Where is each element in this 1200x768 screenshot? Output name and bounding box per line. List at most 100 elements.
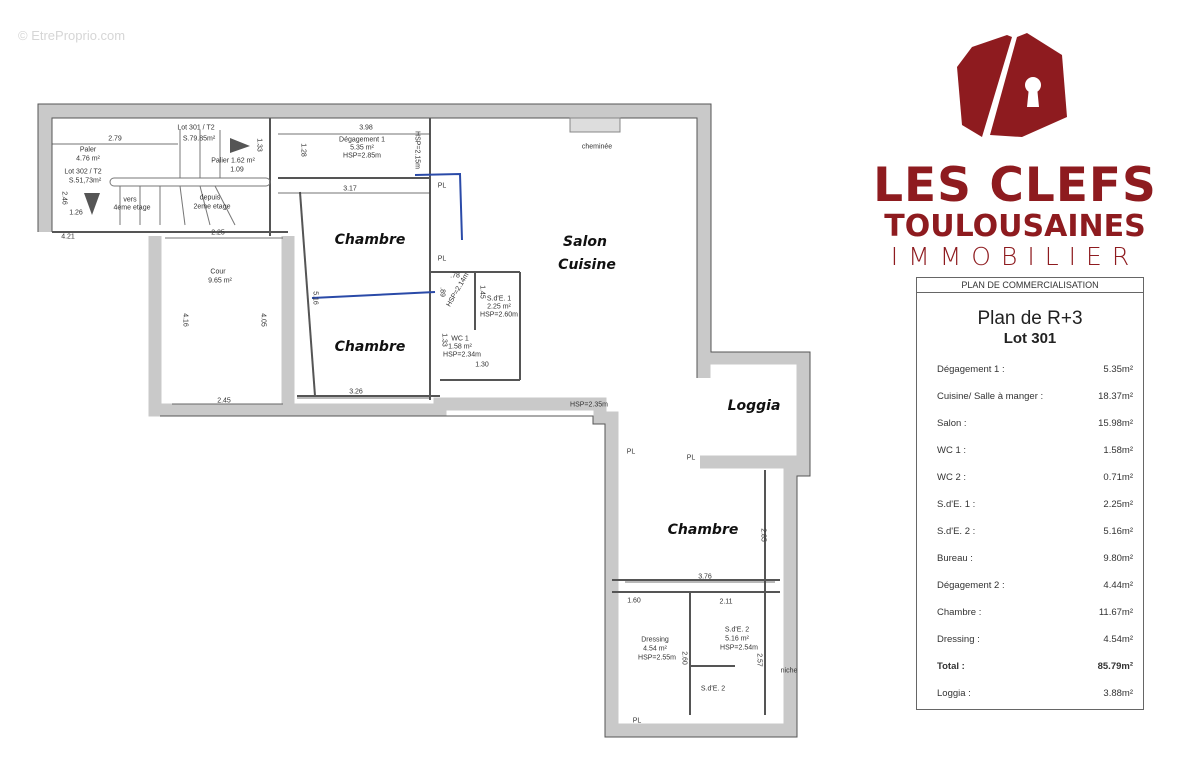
row-label: Bureau : bbox=[937, 553, 973, 564]
lot-number: Lot 301 bbox=[1003, 330, 1057, 347]
row-label: WC 2 : bbox=[937, 472, 967, 483]
plan-label: S.79.85m² bbox=[182, 135, 216, 143]
room-label-chambre: Chambre bbox=[334, 232, 406, 248]
plan-label: PL bbox=[632, 717, 642, 725]
row-value: 15.98m² bbox=[1098, 418, 1133, 429]
dimension-label: 2.11 bbox=[719, 598, 733, 606]
plan-label: Paler bbox=[79, 146, 97, 154]
watermark: © EtreProprio.com bbox=[18, 28, 126, 43]
dimension-label: 1.26 bbox=[69, 209, 83, 217]
row-value: 5.35m² bbox=[1103, 364, 1133, 375]
row-label: Chambre : bbox=[937, 607, 982, 618]
row-value: 4.54m² bbox=[1103, 634, 1133, 645]
plan-label: S.51,73m² bbox=[68, 177, 102, 185]
dimension-label: 2.57 bbox=[755, 653, 763, 667]
table-row: S.d'E. 1 : 2.25m² bbox=[917, 491, 1143, 518]
row-label: WC 1 : bbox=[937, 445, 967, 456]
plan-label: 5.16 m² bbox=[725, 635, 749, 643]
plan-label: PL bbox=[626, 448, 636, 456]
dimension-label: 3.26 bbox=[349, 388, 363, 396]
room-label-chambre: Chambre bbox=[334, 339, 406, 355]
dimension-label: 3.17 bbox=[343, 185, 357, 193]
row-label: Salon : bbox=[937, 418, 967, 429]
plan-label: depuis bbox=[199, 194, 221, 202]
plan-label: niche bbox=[780, 667, 798, 675]
dimension-label: .78 bbox=[450, 272, 460, 280]
table-row: Chambre :11.67m² bbox=[917, 599, 1143, 626]
dimension-label: 1.30 bbox=[475, 361, 489, 369]
room-label-chambre: Chambre bbox=[667, 522, 739, 538]
plan-label: PL bbox=[437, 255, 447, 263]
plan-label: 2eme etage bbox=[193, 203, 231, 211]
dimension-label: 2.60 bbox=[680, 651, 688, 665]
table-row: Dégagement 1 : 5.35m² bbox=[917, 356, 1143, 383]
dimension-label: 1.45 bbox=[478, 285, 486, 299]
row-value: 4.44m² bbox=[1103, 580, 1133, 591]
plan-label: HSP=2.85m bbox=[343, 152, 381, 160]
plan-label: 1.58 m² bbox=[448, 343, 472, 351]
wall-bottom-left bbox=[148, 236, 810, 737]
row-label: Loggia : bbox=[937, 688, 971, 699]
table-row: Salon : 15.98m² bbox=[917, 410, 1143, 437]
brand-name-line1: LES CLEFS bbox=[873, 158, 1157, 213]
plan-label: cheminée bbox=[581, 143, 613, 151]
room-label-salon: Salon bbox=[563, 234, 607, 250]
dimension-label: 2.79 bbox=[108, 135, 122, 143]
table-row: Bureau : 9.80m² bbox=[917, 545, 1143, 572]
row-label: S.d'E. 1 : bbox=[937, 499, 976, 510]
table-row: Cuisine/ Salle à manger :18.37m² bbox=[917, 383, 1143, 410]
row-value: 5.16m² bbox=[1103, 526, 1133, 537]
room-label-loggia: Loggia bbox=[727, 398, 781, 414]
plan-label: HSP=2.34m bbox=[443, 351, 481, 359]
table-row: Dressing :4.54m² bbox=[917, 626, 1143, 653]
brand-name-line3: IMMOBILIER bbox=[890, 242, 1140, 271]
plan-label: WC 1 bbox=[451, 335, 469, 343]
table-row: Loggia :3.88m² bbox=[917, 680, 1143, 707]
plan-label: HSP=2.54m bbox=[720, 644, 758, 652]
plan-label: S.d'E. 2 bbox=[724, 626, 750, 634]
plan-label: 5.35 m² bbox=[350, 144, 374, 152]
row-label: S.d'E. 2 : bbox=[937, 526, 976, 537]
plan-label: HSP=2.55m bbox=[638, 654, 676, 662]
row-value: 2.25m² bbox=[1103, 499, 1133, 510]
row-label: Dégagement 1 : bbox=[937, 364, 1005, 375]
dimension-label: 4.21 bbox=[61, 233, 75, 241]
table-row: WC 1 :1.58m² bbox=[917, 437, 1143, 464]
dimension-label: 1.33 bbox=[440, 333, 448, 347]
plan-label: Palier 1.62 m² bbox=[211, 157, 255, 165]
wall-top bbox=[38, 104, 711, 378]
blue-marker-lines bbox=[311, 172, 463, 299]
plan-label: 9.65 m² bbox=[208, 277, 232, 285]
outer-walls bbox=[38, 104, 810, 737]
row-value: 9.80m² bbox=[1103, 553, 1133, 564]
surface-summary-table: PLAN DE COMMERCIALISATION Plan de R+3 Lo… bbox=[916, 277, 1144, 710]
dimension-label: .89 bbox=[438, 287, 446, 297]
plan-title: Plan de R+3 bbox=[977, 308, 1083, 329]
table-row: Dégagement 2 : 4.44m² bbox=[917, 572, 1143, 599]
plan-label: 4eme etage bbox=[113, 204, 151, 212]
plan-label: S.d'E. 1 bbox=[486, 295, 512, 303]
table-row: S.d'E. 2 : 5.16m² bbox=[917, 518, 1143, 545]
plan-label: HSP=2.15m bbox=[413, 131, 421, 169]
arrow-down-icon bbox=[84, 193, 100, 215]
plan-label: S.d'E. 2 bbox=[700, 685, 726, 693]
row-label: Dégagement 2 : bbox=[937, 580, 1005, 591]
plan-label: Lot 301 / T2 bbox=[177, 124, 215, 132]
dimension-label: 1.28 bbox=[299, 143, 307, 157]
dimension-label: 1.60 bbox=[627, 597, 641, 605]
fireplace bbox=[569, 117, 621, 133]
floor-plan bbox=[37, 103, 811, 738]
row-value: 85.79m² bbox=[1097, 661, 1133, 672]
wall-outlines bbox=[37, 103, 811, 738]
room-label-cuisine: Cuisine bbox=[558, 257, 616, 273]
plan-label: 4.54 m² bbox=[643, 645, 667, 653]
dimension-lines bbox=[52, 133, 775, 583]
dimension-label: 1.09 bbox=[230, 166, 244, 174]
table-row: Total :85.79m² bbox=[917, 653, 1143, 680]
arrow-right-icon bbox=[230, 138, 250, 153]
plan-label: PL bbox=[437, 182, 447, 190]
plan-label: Lot 302 / T2 bbox=[64, 168, 102, 176]
plan-label: 4.76 m² bbox=[76, 155, 100, 163]
house-keyhole-icon bbox=[957, 33, 1067, 137]
dimension-label: 3.76 bbox=[698, 573, 712, 581]
